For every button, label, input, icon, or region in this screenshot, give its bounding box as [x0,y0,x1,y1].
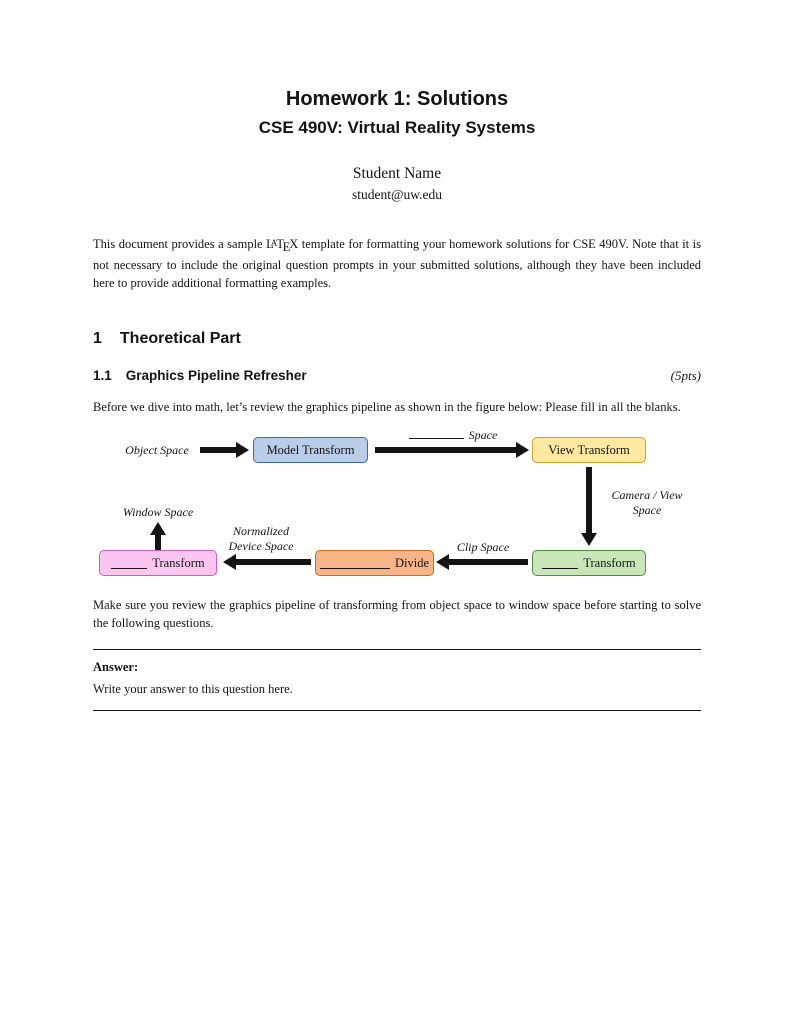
clip-space-label: Clip Space [456,540,510,555]
viewport-transform-label: Transform [152,555,205,570]
camera-view-space-line1: Camera / View [611,488,683,503]
camera-view-space-line2: Space [632,503,662,518]
arrow-clip-to-divide [449,559,528,566]
pipeline-outro-paragraph: Make sure you review the graphics pipeli… [93,598,701,631]
intro-text-after: template for formatting your homework so… [93,237,701,290]
doc-course-title: CSE 490V: Virtual Reality Systems [258,118,536,137]
arrow-head-up-icon [150,522,166,536]
doc-author: Student Name [352,165,442,182]
answer-rule-top [93,648,701,650]
latex-letter: L [266,237,274,251]
intro-text-before: This document provides a sample [93,237,267,251]
section-number: 1 [93,330,102,348]
subsection-title: Graphics Pipeline Refresher [125,368,307,384]
blank-underline [111,558,148,569]
section-heading: 1 Theoretical Part [93,330,701,348]
arrow-view-to-clip-transform [586,467,592,534]
arrow-head-right-icon [236,442,249,459]
blank-underline [319,558,390,569]
subsection-number: 1.1 [93,368,112,384]
view-transform-label: View Transform [548,442,630,457]
arrow-divide-to-viewport [236,559,311,566]
arrow-head-down-icon [581,533,597,547]
answer-body: Write your answer to this question here. [93,681,293,696]
clip-transform-label: Transform [583,555,636,570]
latex-logo: LATEX [266,237,299,254]
latex-letter: X [289,237,299,251]
subsection-heading: 1.1 Graphics Pipeline Refresher (5pts) [93,368,701,384]
normalized-device-space-label: Normalized Device Space [201,524,321,554]
blank-underline [542,558,579,569]
blank-space-label: Space [393,428,513,442]
subsection-points: (5pts) [670,368,701,384]
doc-author-email: student@uw.edu [352,187,442,202]
answer-block: Answer: Write your answer to this questi… [93,648,701,711]
view-transform-box: View Transform [532,437,646,464]
latex-letter: E [282,239,291,254]
arrow-head-left-icon [436,554,449,571]
arrow-head-left-icon [223,554,236,571]
arrow-model-to-view [375,447,516,454]
ndc-label-line1: Normalized [232,524,289,539]
model-transform-label: Model Transform [266,442,355,457]
latex-letter: A [270,237,278,248]
space-suffix-label: Space [468,428,498,443]
window-space-label: Window Space [122,505,194,520]
clip-transform-box: Transform [532,550,646,577]
camera-view-space-label: Camera / View Space [593,488,701,518]
ndc-label-line2: Device Space [228,539,294,554]
answer-label: Answer: [93,659,139,674]
doc-title: Homework 1: Solutions [285,88,509,110]
blank-underline [408,428,464,440]
graphics-pipeline-diagram: Object Space Model Transform Space View … [93,428,701,578]
arrow-viewport-to-window [155,535,161,551]
viewport-transform-box: Transform [99,550,217,577]
divide-label: Divide [394,555,430,570]
object-space-label: Object Space [125,443,189,458]
pipeline-intro-paragraph: Before we dive into math, let’s review t… [93,400,681,415]
perspective-divide-box: Divide [315,550,434,577]
latex-letter: T [276,237,284,251]
model-transform-box: Model Transform [253,437,368,464]
intro-paragraph: This document provides a sample LATEX te… [93,235,701,292]
answer-rule-bottom [93,709,701,711]
arrow-object-to-model [200,447,236,454]
arrow-head-right-icon [516,442,529,459]
section-title: Theoretical Part [119,330,241,348]
